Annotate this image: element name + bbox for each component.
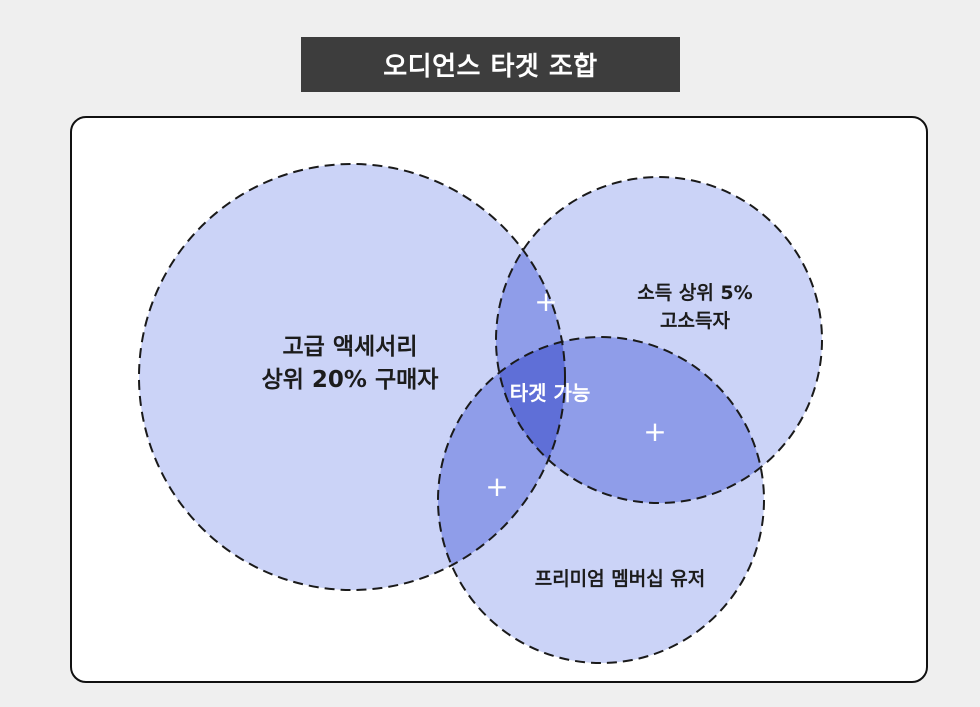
set-label-accessory-buyers: 고급 액세서리 상위 20% 구매자 xyxy=(200,331,500,398)
target-label: 타겟 가능 xyxy=(509,381,591,405)
outline-accessory-buyers xyxy=(138,163,566,591)
plus-icon-ab: + xyxy=(534,285,557,318)
outline-premium-members xyxy=(437,336,765,664)
outline-high-income xyxy=(495,176,823,504)
plus-icon-bc: + xyxy=(643,415,666,448)
set-label-high-income: 소득 상위 5% 고소득자 xyxy=(600,280,790,335)
set-label-line: 프리미엄 멤버십 유저 xyxy=(534,568,706,590)
plus-icon-ac: + xyxy=(485,470,508,503)
set-label-line: 고급 액세서리 xyxy=(282,334,418,360)
diagram-title: 오디언스 타겟 조합 xyxy=(301,37,680,92)
overlap-target-region xyxy=(496,337,565,503)
set-label-line: 고소득자 xyxy=(660,309,730,332)
set-label-line: 소득 상위 5% xyxy=(637,282,753,304)
set-label-line: 상위 20% 구매자 xyxy=(261,367,439,394)
set-label-premium-members: 프리미엄 멤버십 유저 xyxy=(480,566,760,594)
